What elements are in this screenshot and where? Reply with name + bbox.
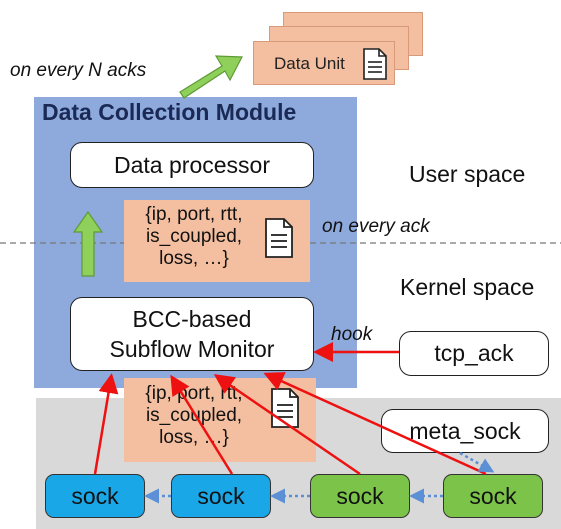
tcp-ack-label: tcp_ack: [434, 340, 514, 366]
info-line-2: is_coupled,: [145, 226, 243, 247]
every-n-acks-label: on every N acks: [10, 60, 147, 81]
user-space-label: User space: [409, 161, 526, 187]
info-line-3: loss, …}: [159, 248, 229, 269]
sock-label: sock: [336, 482, 384, 509]
sock4-to-monitor-arrow: [263, 372, 487, 476]
meta-sock-label: meta_sock: [409, 417, 521, 444]
hook-label: hook: [331, 324, 373, 345]
sock-4: sock: [443, 474, 543, 518]
data-processor-label: Data processor: [114, 151, 270, 178]
upload-arrow-icon: [179, 55, 243, 99]
sock-label: sock: [71, 482, 119, 509]
sock3-to-monitor-arrow: [213, 374, 361, 476]
sock-2: sock: [171, 474, 271, 518]
monitor-label-line2: Subflow Monitor: [109, 336, 275, 362]
data-unit-card: Data Unit: [253, 41, 395, 85]
sock-label: sock: [197, 482, 245, 509]
document-icon: [265, 218, 293, 258]
sock-3: sock: [310, 474, 410, 518]
up-arrow-icon: [72, 210, 104, 277]
sock1-to-monitor-arrow: [93, 373, 119, 475]
info-line-1: {ip, port, rtt,: [145, 204, 243, 225]
upper-info-card: {ip, port, rtt, is_coupled, loss, …}: [124, 200, 310, 282]
sock-1: sock: [45, 474, 145, 518]
every-ack-label: on every ack: [322, 216, 430, 237]
kernel-space-label: Kernel space: [400, 274, 535, 300]
monitor-label-line1: BCC-based: [132, 306, 252, 332]
tcp-ack-box: tcp_ack: [399, 331, 549, 376]
data-unit-label: Data Unit: [274, 54, 345, 73]
data-processor-box: Data processor: [70, 142, 314, 188]
sock-label: sock: [469, 482, 517, 509]
sock2-to-monitor-arrow: [170, 374, 234, 475]
meta-to-sock4-arrow: [459, 451, 495, 473]
module-title: Data Collection Module: [42, 99, 297, 125]
meta-sock-box: meta_sock: [381, 409, 549, 453]
document-icon: [363, 48, 387, 80]
subflow-monitor-box: BCC-based Subflow Monitor: [70, 297, 314, 371]
info-line-2: is_coupled,: [145, 405, 243, 426]
